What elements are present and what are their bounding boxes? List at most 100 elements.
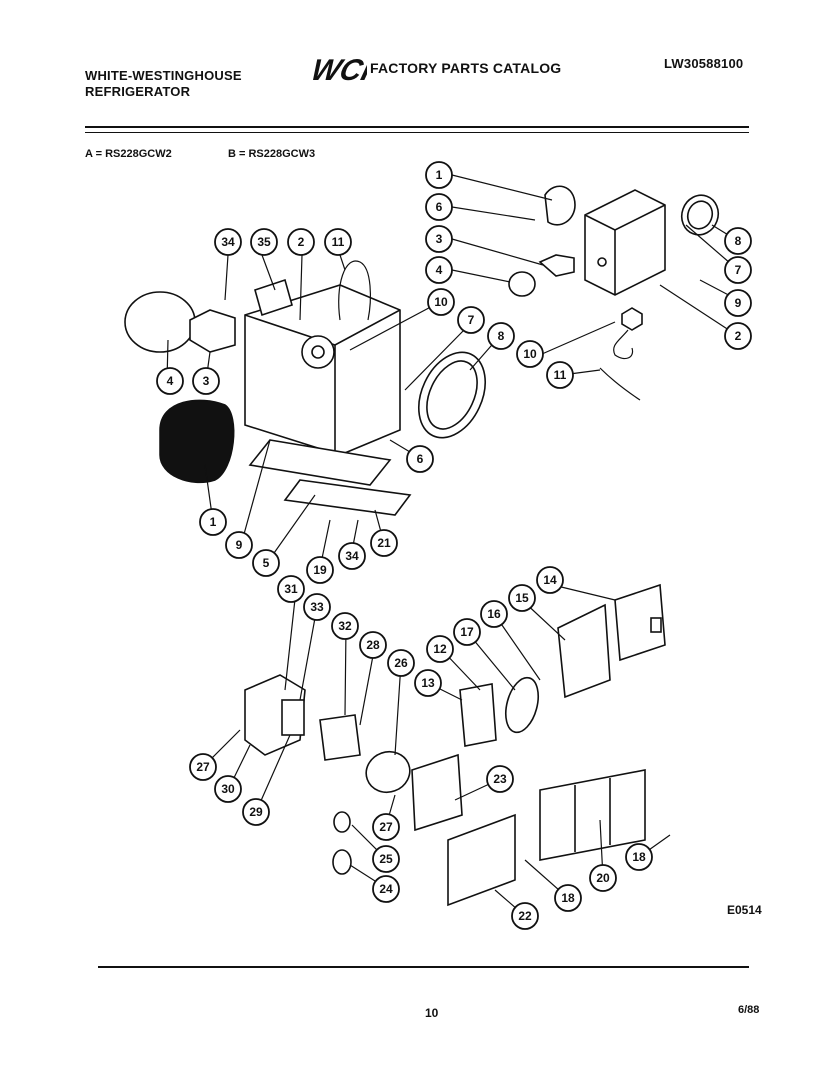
svg-text:7: 7	[468, 313, 475, 327]
callout-15: 15	[508, 584, 536, 612]
bracket-35-part	[254, 278, 293, 317]
callout-28: 28	[359, 631, 387, 659]
callout-2: 2	[724, 322, 752, 350]
catalog-number: LW30588100	[664, 56, 744, 71]
lamp-socket-part	[538, 254, 575, 277]
svg-text:5: 5	[263, 556, 270, 570]
callout-33: 33	[303, 593, 331, 621]
catalog-title: FACTORY PARTS CATALOG	[370, 60, 562, 76]
svg-text:23: 23	[493, 772, 507, 786]
callout-18: 18	[554, 884, 582, 912]
svg-text:11: 11	[332, 235, 345, 249]
callout-8: 8	[724, 227, 752, 255]
svg-text:4: 4	[436, 263, 443, 277]
callout-16: 16	[480, 600, 508, 628]
baffle-5-part	[283, 479, 412, 516]
connector-part	[621, 307, 643, 331]
brand-line-2: REFRIGERATOR	[85, 84, 191, 99]
svg-text:33: 33	[310, 600, 324, 614]
svg-text:28: 28	[366, 638, 380, 652]
timer-31-part	[281, 699, 305, 736]
callout-22: 22	[511, 902, 539, 930]
svg-text:10: 10	[434, 295, 448, 309]
callout-19: 19	[306, 556, 334, 584]
callout-20: 20	[589, 864, 617, 892]
svg-text:1: 1	[436, 168, 443, 182]
leader-lines	[166, 174, 739, 917]
callout-5: 5	[252, 549, 280, 577]
svg-text:19: 19	[313, 563, 327, 577]
callout-12: 12	[426, 635, 454, 663]
mounting-plate-part	[248, 439, 392, 486]
svg-text:34: 34	[345, 549, 359, 563]
callout-4: 4	[425, 256, 453, 284]
callout-9b: 9	[225, 531, 253, 559]
svg-text:31: 31	[284, 582, 298, 596]
svg-text:9: 9	[236, 538, 243, 552]
svg-text:1: 1	[210, 515, 217, 529]
thermostat-dial-center	[311, 345, 325, 359]
callout-14: 14	[536, 566, 564, 594]
callout-13: 13	[414, 669, 442, 697]
callout-27: 27	[189, 753, 217, 781]
model-b: B = RS228GCW3	[228, 148, 316, 160]
svg-text:29: 29	[249, 805, 263, 819]
svg-text:3: 3	[203, 374, 210, 388]
svg-text:17: 17	[460, 625, 474, 639]
callout-29: 29	[242, 798, 270, 826]
callout-7b: 7	[457, 306, 485, 334]
panel-22-part	[447, 813, 516, 907]
svg-text:11: 11	[554, 368, 567, 382]
svg-text:6: 6	[436, 200, 443, 214]
svg-text:13: 13	[421, 676, 435, 690]
callout-2b: 2	[287, 228, 315, 256]
callout-21: 21	[370, 529, 398, 557]
svg-text:18: 18	[632, 850, 646, 864]
housing-screw-hole	[597, 257, 607, 267]
wire-harness	[613, 329, 634, 360]
svg-text:30: 30	[221, 782, 235, 796]
panel-23-part	[411, 753, 463, 832]
callout-34: 34	[214, 228, 242, 256]
svg-text:10: 10	[523, 347, 537, 361]
light-bulb-part	[508, 271, 536, 297]
header-rule-top	[85, 126, 749, 128]
callout-6b: 6	[406, 445, 434, 473]
brand-line-1: WHITE-WESTINGHOUSE	[85, 68, 242, 83]
callout-9: 9	[724, 289, 752, 317]
svg-text:18: 18	[561, 891, 575, 905]
module-14-part	[614, 583, 666, 662]
svg-text:14: 14	[543, 573, 557, 587]
fan-blade-26-part	[365, 750, 411, 794]
model-a: A = RS228GCW2	[85, 148, 172, 160]
light-housing-part	[584, 189, 666, 296]
callout-31: 31	[277, 575, 305, 603]
svg-text:25: 25	[379, 852, 393, 866]
callout-34b: 34	[338, 542, 366, 570]
svg-text:2: 2	[735, 329, 742, 343]
callout-32: 32	[331, 612, 359, 640]
filter-15-part	[557, 603, 611, 699]
callout-11: 11	[546, 361, 574, 389]
footer-rule	[98, 966, 749, 968]
logo-text: WCI	[308, 53, 367, 86]
svg-text:7: 7	[735, 263, 742, 277]
svg-text:21: 21	[377, 536, 391, 550]
callout-35: 35	[250, 228, 278, 256]
svg-text:26: 26	[394, 656, 408, 670]
callout-10b: 10	[427, 288, 455, 316]
figure-code: E0514	[727, 903, 762, 917]
svg-text:32: 32	[338, 619, 352, 633]
svg-text:12: 12	[433, 642, 447, 656]
page-number: 10	[425, 1006, 439, 1020]
wire-lead	[599, 367, 641, 401]
svg-text:8: 8	[498, 329, 505, 343]
callout-1b: 1	[199, 508, 227, 536]
panel-20-part	[539, 769, 646, 861]
callout-3: 3	[425, 225, 453, 253]
light-bulb-4-part	[124, 291, 196, 353]
callout-30: 30	[214, 775, 242, 803]
callout-group: 1 6 3 4 8 7 9 2 10 11 34 35 2 11 10 7 8 …	[156, 161, 752, 930]
bulb-24-part	[332, 849, 352, 875]
callout-24: 24	[372, 875, 400, 903]
